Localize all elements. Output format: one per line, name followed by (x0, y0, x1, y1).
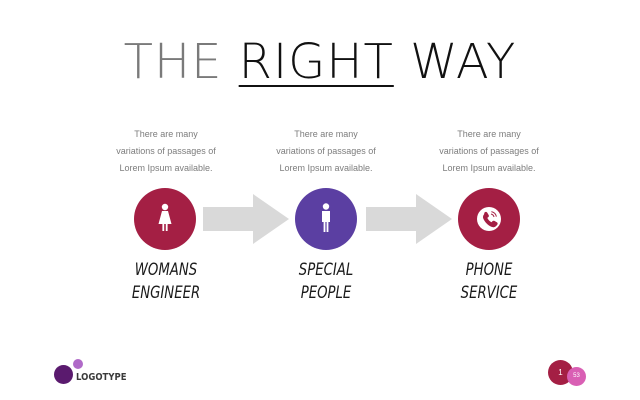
step-2-description: There are many variations of passages of… (276, 129, 376, 173)
arrow-right-icon (203, 194, 289, 244)
slide-title: THE RIGHT WAY (0, 34, 640, 90)
title-word-way: WAY (410, 34, 517, 90)
step-1-description: There are many variations of passages of… (116, 129, 216, 173)
phone-icon (477, 207, 501, 231)
page-total-badge: 53 (567, 367, 586, 386)
title-word-the: THE (123, 34, 223, 90)
step-3-circle (458, 188, 520, 250)
step-2-circle (295, 188, 357, 250)
title-word-right: RIGHT (238, 34, 394, 90)
step-2-label: SPECIAL PEOPLE (298, 260, 354, 303)
logo-mark-small (73, 359, 83, 369)
step-1-label: WOMANS ENGINEER (131, 260, 201, 303)
step-3-label: PHONE SERVICE (460, 260, 518, 303)
step-3-description: There are many variations of passages of… (439, 129, 539, 173)
arrow-right-icon (366, 194, 452, 244)
woman-icon (158, 203, 172, 231)
logo-mark-large (54, 365, 73, 384)
man-icon (322, 203, 330, 232)
step-1-circle (134, 188, 196, 250)
logo-text: LOGOTYPE (76, 372, 127, 383)
